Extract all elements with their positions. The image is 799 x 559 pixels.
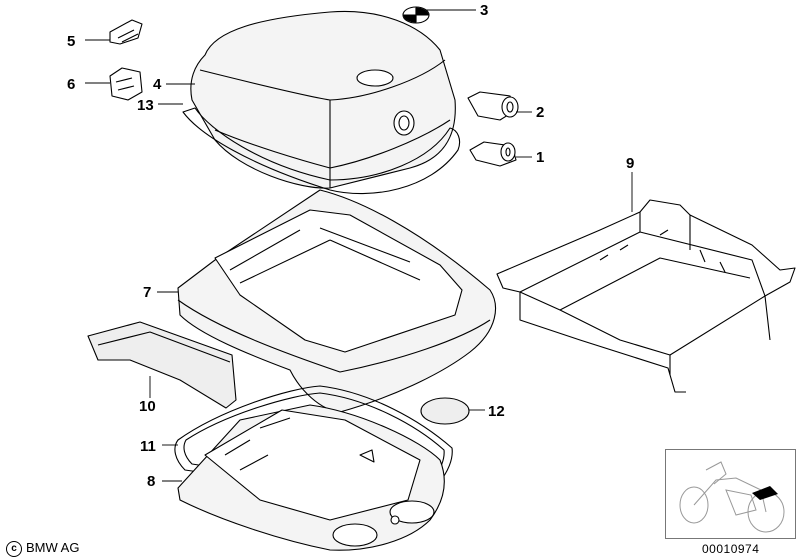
lock-cylinder (467, 91, 519, 121)
lid-seal (182, 107, 461, 195)
callout-7: 7 (143, 284, 152, 301)
lock-cylinder-lower (469, 141, 517, 167)
top-case-marker (752, 486, 778, 500)
callout-1: 1 (536, 149, 545, 166)
callout-4: 4 (153, 76, 162, 93)
side-panel (87, 321, 237, 409)
hinge-part (109, 19, 143, 45)
top-case-lid (190, 10, 456, 189)
copyright-text: BMW AG (26, 540, 80, 555)
document-number: 00010974 (702, 542, 760, 556)
callout-5: 5 (67, 33, 76, 50)
callout-10: 10 (139, 398, 156, 415)
callout-3: 3 (480, 2, 489, 19)
callout-12: 12 (488, 403, 505, 420)
callout-8: 8 (147, 473, 156, 490)
vehicle-location-inset (665, 449, 796, 539)
callout-11: 11 (140, 438, 156, 455)
bottom-plate (177, 404, 445, 551)
callout-2: 2 (536, 104, 545, 121)
copyright-symbol: c (6, 540, 22, 557)
round-cap (420, 397, 470, 425)
callout-6: 6 (67, 76, 76, 93)
callout-9: 9 (626, 155, 635, 172)
bmw-emblem (402, 6, 430, 24)
copyright-notice: c BMW AG (6, 540, 79, 557)
motorcycle-silhouette (679, 461, 785, 533)
leader-lines (85, 9, 633, 482)
case-bottom-shell (177, 189, 497, 413)
callout-13: 13 (137, 97, 154, 114)
mounting-bracket (496, 199, 796, 393)
latch-block (109, 67, 143, 101)
